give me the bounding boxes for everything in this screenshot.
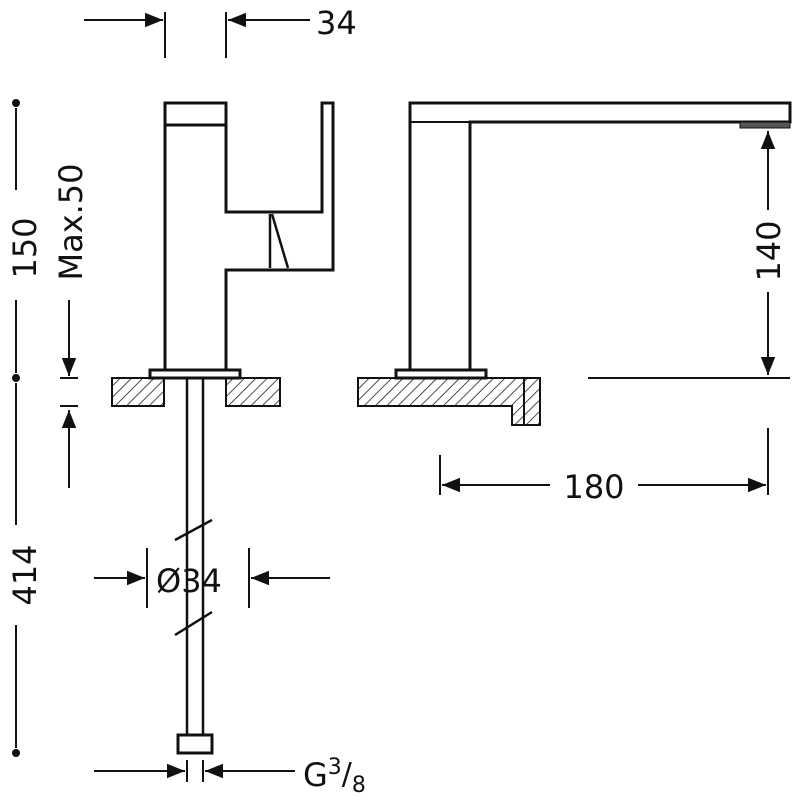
faucet-body-side bbox=[408, 101, 792, 370]
hose-connector bbox=[176, 733, 214, 755]
dim-label-max-deck: Max.50 bbox=[52, 163, 90, 280]
aerator-outlet bbox=[739, 121, 791, 129]
dim-label-spout-height: 140 bbox=[750, 220, 788, 281]
dim-dot-top bbox=[12, 99, 20, 107]
side-view: 140 180 bbox=[357, 101, 792, 506]
countertop-right bbox=[225, 377, 281, 407]
dim-label-hose-length: 414 bbox=[6, 544, 44, 605]
dim-label-overall-height: 150 bbox=[6, 217, 44, 278]
base-plate-front bbox=[148, 368, 242, 380]
dim-label-diameter: Ø34 bbox=[156, 562, 222, 600]
faucet-body-front bbox=[163, 101, 335, 372]
left-dimensions: 150 414 Max.50 bbox=[6, 99, 90, 757]
hose-break-bottom bbox=[174, 610, 213, 637]
hose-break-top bbox=[174, 518, 213, 542]
faucet-cap bbox=[163, 101, 228, 127]
dim-label-reach: 180 bbox=[563, 468, 624, 506]
lever-slot-diagonal bbox=[270, 213, 290, 269]
dim-label-width-top: 34 bbox=[316, 4, 357, 42]
dim-label-thread: G3/8 bbox=[303, 755, 366, 798]
dim-dot-middle bbox=[12, 374, 20, 382]
base-plate-side bbox=[394, 368, 488, 380]
dim-dot-bottom bbox=[12, 749, 20, 757]
countertop-side bbox=[357, 377, 541, 426]
front-view: 34 Ø34 G3/8 bbox=[84, 4, 366, 798]
countertop-left bbox=[111, 377, 165, 407]
